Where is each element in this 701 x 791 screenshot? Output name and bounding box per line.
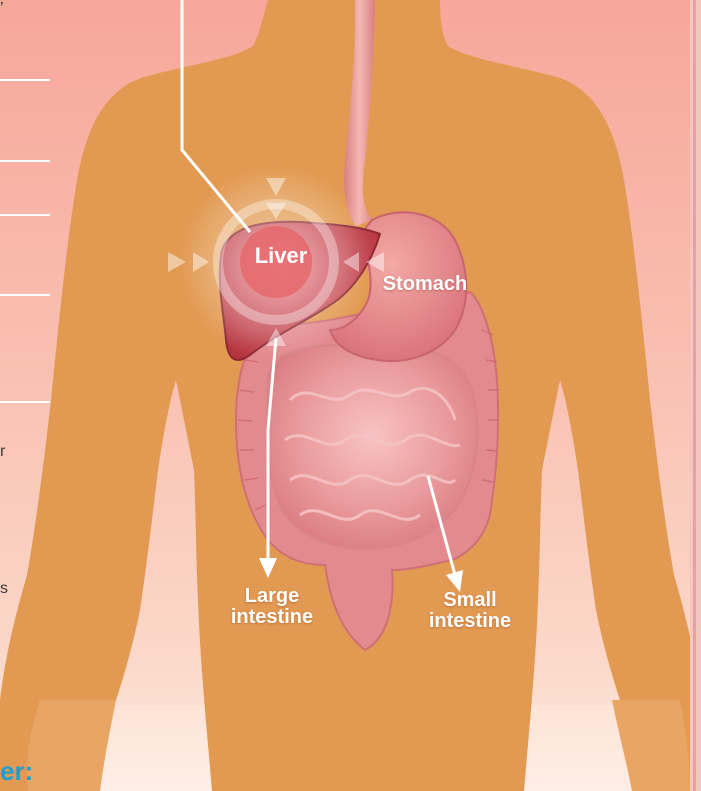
left-hand: [27, 700, 116, 791]
small-intestine-label: Small intestine: [410, 590, 530, 632]
right-margin-line: [693, 0, 696, 791]
liver-label: Liver: [236, 244, 326, 267]
side-text-top: ’: [0, 0, 4, 18]
small-intestine: [267, 344, 477, 549]
side-text-middle: r: [0, 443, 5, 461]
answer-line-4: [0, 294, 50, 296]
answer-line-2: [0, 160, 50, 162]
stomach-label: Stomach: [365, 274, 485, 295]
side-text-lower: s: [0, 580, 8, 598]
answer-line-3: [0, 214, 50, 216]
large-intestine-label: Large intestine: [212, 586, 332, 628]
right-hand: [612, 700, 690, 791]
answer-heading-fragment: er:: [0, 758, 33, 784]
answer-line-1: [0, 79, 50, 81]
answer-line-5: [0, 401, 50, 403]
